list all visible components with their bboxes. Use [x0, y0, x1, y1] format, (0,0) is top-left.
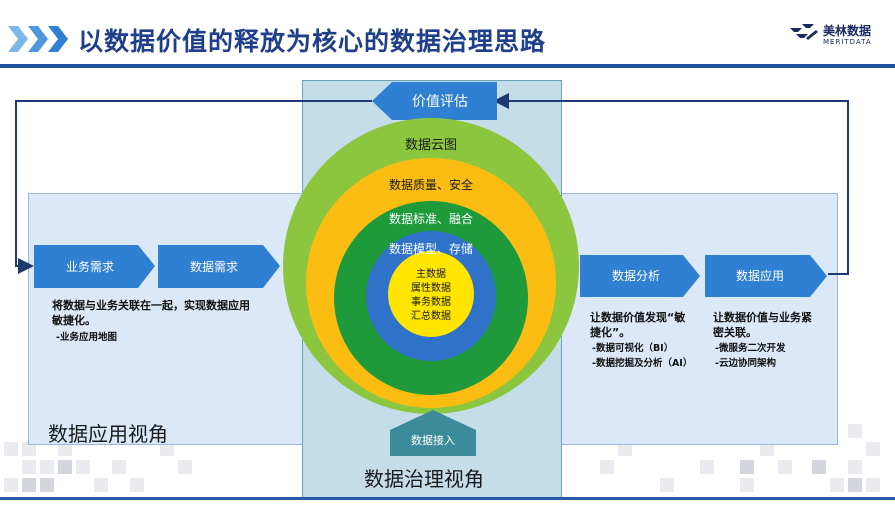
- value-assessment-label: 价值评估: [412, 94, 468, 110]
- application-sub-item-cloud-edge: -云边协同架构: [715, 358, 776, 369]
- core-label-summary: 汇总数据: [411, 309, 451, 322]
- left-sub-item: -业务应用地图: [56, 332, 117, 343]
- left-description: 将数据与业务关联在一起，实现数据应用敏捷化。: [52, 299, 250, 327]
- data-demand-label: 数据需求: [190, 259, 238, 274]
- application-view-left-panel: [28, 193, 310, 445]
- ring-label-standard-fusion: 数据标准、融合: [389, 211, 473, 226]
- data-access-label: 数据接入: [411, 433, 455, 447]
- data-access-box: [390, 410, 476, 456]
- bottom-divider: [0, 497, 895, 500]
- decorative-squares: [4, 424, 880, 492]
- chevron-arrows-icon: [8, 26, 68, 52]
- application-view-right-panel: [560, 193, 838, 445]
- feedback-line-left: [15, 100, 372, 274]
- ring-core: [388, 251, 474, 337]
- ring-label-quality-security: 数据质量、安全: [389, 177, 473, 192]
- analysis-sub-item-bi: -数据可视化（BI）: [592, 343, 674, 354]
- ring-label-data-cloud: 数据云图: [405, 138, 457, 153]
- analysis-sub-item-ai: -数据挖掘及分析（AI）: [592, 358, 693, 369]
- logo-subtext: MERITDATA: [823, 38, 872, 46]
- ring-label-model-storage: 数据模型、存储: [389, 241, 473, 256]
- data-application-label: 数据应用: [736, 268, 784, 283]
- title-divider: [0, 64, 895, 68]
- analysis-description: 让数据价值发现“敏捷化”。: [590, 311, 686, 339]
- page-title: 以数据价值的释放为核心的数据治理思路: [78, 27, 547, 56]
- data-application-box: [705, 255, 827, 297]
- application-description: 让数据价值与业务紧密关联。: [713, 311, 812, 339]
- application-sub-item-microservice: -微服务二次开发: [715, 343, 786, 354]
- application-view-label: 数据应用视角: [48, 422, 168, 446]
- data-analysis-box: [580, 255, 700, 297]
- logo-text: 美林数据: [823, 24, 872, 38]
- company-logo-icon: [790, 24, 818, 40]
- core-label-transaction: 事务数据: [411, 295, 451, 308]
- business-demand-box: [34, 245, 155, 288]
- data-analysis-label: 数据分析: [612, 268, 660, 283]
- core-label-attribute: 属性数据: [411, 281, 451, 294]
- data-demand-box: [158, 245, 280, 288]
- value-assessment-box: [372, 82, 497, 120]
- feedback-line-right: [493, 93, 849, 275]
- governance-view-label: 数据治理视角: [364, 467, 484, 491]
- core-label-master: 主数据: [416, 267, 446, 280]
- business-demand-label: 业务需求: [66, 259, 114, 274]
